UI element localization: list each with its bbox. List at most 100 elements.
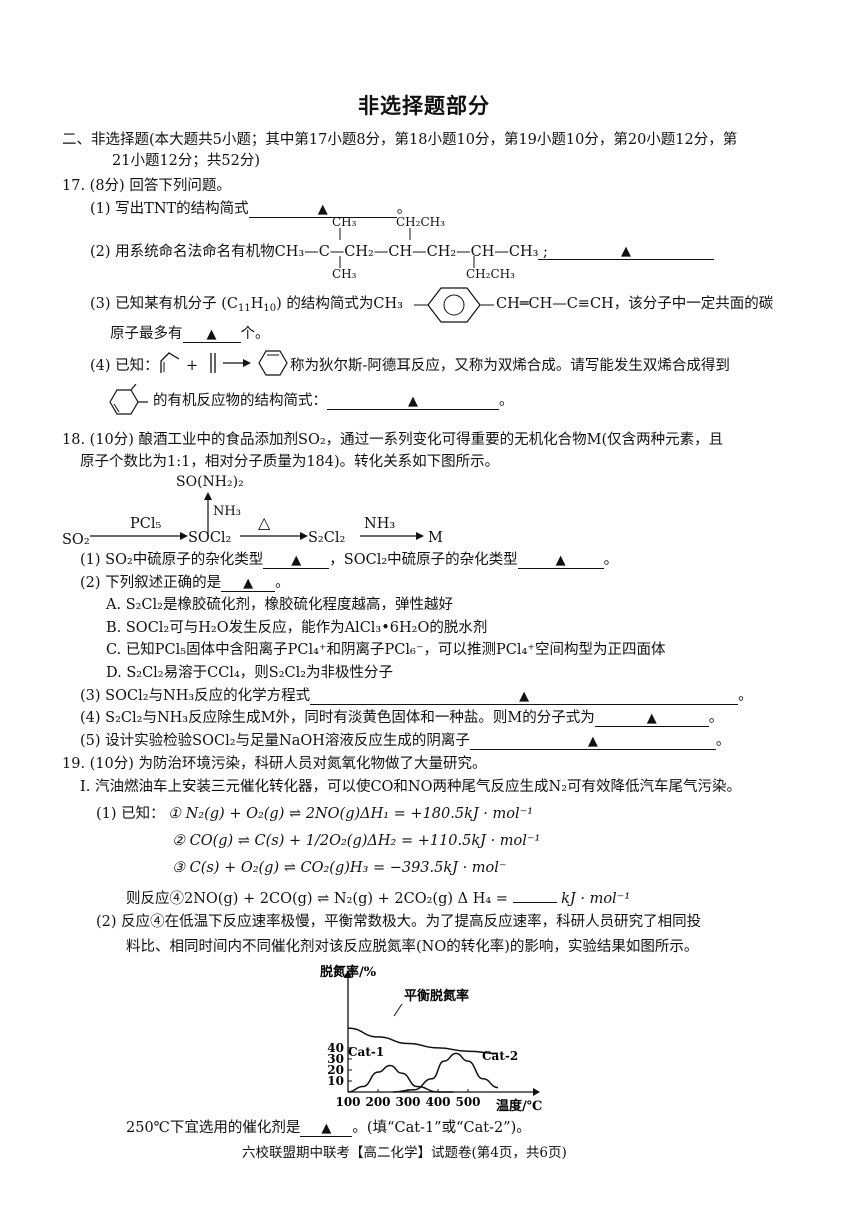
q18-part1-text-b: ，SOCl₂中硫原子的杂化类型 [329,552,518,568]
period: 。 [738,688,753,704]
answer-mark: ▲ [321,1121,332,1136]
q19-part2: (2) 反应④在低温下反应速率极慢，平衡常数极大。为了提高反应速率，科研人员研究… [96,914,702,930]
answer-blank[interactable]: ▲ [300,1120,353,1137]
q19-part2-cont: 料比、相同时间内不同催化剂对该反应脱氮率(NO的转化率)的影响，实验结果如图所示… [126,939,699,955]
q19-question: 250℃下宜选用的催化剂是▲。(填“Cat-1”或“Cat-2”)。 [126,1120,531,1137]
answer-mark: ▲ [408,394,418,409]
answer-blank[interactable]: ▲ [594,710,709,727]
equation-3: ③ C(s) + O₂(g) ⇌ CO₂(g)H₃ = −393.5kJ · m… [172,860,507,876]
answer-blank[interactable]: ▲ [327,393,499,410]
option-c: C. 已知PCl₅固体中含阳离子PCl₄⁺和阴离子PCl₆⁻，可以推测PCl₄⁺… [106,642,666,658]
y-tick-label: 40 [327,1041,344,1055]
period: 。 [708,710,724,726]
x-tick-label: 400 [425,1095,450,1109]
answer-mark: ▲ [555,553,566,568]
equation-4-text: 则反应④2NO(g) + 2CO(g) ⇌ N₂(g) + 2CO₂(g) Δ … [126,891,508,907]
scheme-s2cl2: S₂Cl₂ [308,530,346,546]
q17-part3: (3) 已知某有机分子 (C11H10) 的结构简式为CH₃ [90,296,403,315]
scheme-m: M [428,530,443,546]
scheme-nh3-up: NH₃ [213,504,241,519]
q18-part1: (1) SO₂中硫原子的杂化类型▲，SOCl₂中硫原子的杂化类型▲。 [80,552,618,569]
x-axis-arrow [533,1088,540,1096]
equation-4-unit: kJ · mol⁻¹ [561,891,631,907]
formula-top-ch3: CH₃ [332,215,357,229]
q17-part4-cont: 的有机反应物的结构简式： ▲ 。 [153,393,514,410]
q17-part3-text-a: (3) 已知某有机分子 (C [90,296,239,312]
q17-part2-text: (2) 用系统命名法命名有机物 [90,244,275,260]
y-axis-arrow [344,970,352,978]
q17-part4-text: 称为狄尔斯-阿德耳反应，又称为双烯合成。请写能发生双烯合成得到 [290,358,730,374]
q18-part4: (4) S₂Cl₂与NH₃反应除生成M外，同时有淡黄色固体和一种盐。则M的分子式… [80,710,723,727]
q18-part2-text: (2) 下列叙述正确的是 [80,575,222,591]
series-line-2 [347,1064,453,1093]
plus-sign: + [186,358,199,374]
formula-bonds [339,228,475,268]
q17-part4-text-c: 的有机反应物的结构简式： [153,393,327,409]
methyl-group: CH₃ [373,296,403,312]
y-axis-label: 脱氮率/% [320,964,377,980]
scheme-nh3: NH₃ [364,516,396,532]
x-tick-label: 200 [365,1095,390,1109]
x-tick-label: 300 [395,1095,420,1109]
q19-part1-label: (1) 已知： [96,806,165,822]
scheme-so2: SO₂ [62,532,90,548]
benzene-ring-icon [414,287,494,323]
x-axis-label: 温度/℃ [496,1098,542,1114]
section-header-cont: 21小题12分；共52分) [112,153,261,169]
q17-part3-text-b: ) 的结构简式为 [276,296,374,312]
answer-blank[interactable]: ▲ [310,688,739,705]
y-tick-label: 10 [327,1074,344,1088]
conversion-scheme-arrows [90,492,424,540]
series-label-leader [393,1003,403,1017]
answer-blank[interactable]: ▲ [248,201,397,218]
q18-part1-text-a: (1) SO₂中硫原子的杂化类型 [80,552,264,568]
answer-mark: ▲ [646,711,657,726]
hydrogen-symbol: H [250,296,264,312]
scheme-so-nh2-2: SO(NH₂)₂ [176,474,244,490]
series-label-cat2: Cat-2 [482,1049,518,1063]
q18-part5-text: (5) 设计实验检验SOCl₂与足量NaOH溶液反应生成的阴离子 [80,733,470,749]
period: 。 [499,393,514,409]
series-label-cat1: Cat-1 [348,1045,384,1059]
methylcyclohexene-icon [109,384,148,415]
x-tick-label: 500 [455,1095,480,1109]
q19-question-text: 250℃下宜选用的催化剂是 [126,1120,301,1136]
q17-part3-cont: 原子最多有▲个。 [110,326,270,343]
answer-blank[interactable]: ▲ [517,552,604,569]
q17-part4-label: (4) 已知： [90,358,159,374]
answer-mark: ▲ [587,734,598,749]
answer-blank[interactable]: ▲ [182,326,241,343]
formula-bottom-ch2ch3: CH₂CH₃ [466,267,515,281]
series-line-3 [392,1052,499,1093]
scheme-heat: △ [258,513,271,532]
equation-4: 则反应④2NO(g) + 2CO(g) ⇌ N₂(g) + 2CO₂(g) Δ … [126,886,630,908]
answer-blank[interactable]: ▲ [263,552,330,569]
q17-part2: (2) 用系统命名法命名有机物CH₃—C—CH₂—CH—CH₂—CH—CH₃ ; [90,244,548,261]
answer-blank[interactable]: ▲ [469,733,716,750]
series-line-1 [347,1027,499,1055]
period: 。 [603,552,619,568]
q17-part1: (1) 写出TNT的结构简式▲。 [90,201,412,218]
q18-part5: (5) 设计实验检验SOCl₂与足量NaOH溶液反应生成的阴离子▲。 [80,733,730,750]
q18-part3: (3) SOCl₂与NH₃反应的化学方程式▲。 [80,688,753,705]
series-label-equilibrium: 平衡脱氮率 [404,988,469,1004]
equation-2: ② CO(g) ⇌ C(s) + 1/2O₂(g)ΔH₂ = +110.5kJ … [172,833,541,849]
q18-heading: 18. (10分) 酿酒工业中的食品添加剂SO₂，通过一系列变化可得重要的无机化… [62,432,724,448]
answer-blank[interactable] [512,886,557,903]
diels-alder-scheme [160,350,288,376]
carbon-count: 11 [238,303,251,314]
y-tick-label: 20 [327,1063,344,1077]
answer-blank[interactable]: ▲ [538,243,714,260]
q17-part3-text-c: 原子最多有 [110,326,183,342]
answer-mark: ▲ [243,576,254,591]
q17-part2-blank[interactable]: ▲ [538,243,714,260]
q18-part4-text: (4) S₂Cl₂与NH₃反应除生成M外，同时有淡黄色固体和一种盐。则M的分子式… [80,710,595,726]
q17-heading: 17. (8分) 回答下列问题。 [62,178,231,194]
formula-top-ch2ch3: CH₂CH₃ [396,215,445,229]
y-tick-label: 30 [327,1052,344,1066]
answer-mark: ▲ [317,202,328,217]
answer-blank[interactable]: ▲ [221,575,276,592]
q18-part3-text: (3) SOCl₂与NH₃反应的化学方程式 [80,688,311,704]
hydrogen-count: 10 [263,303,277,314]
